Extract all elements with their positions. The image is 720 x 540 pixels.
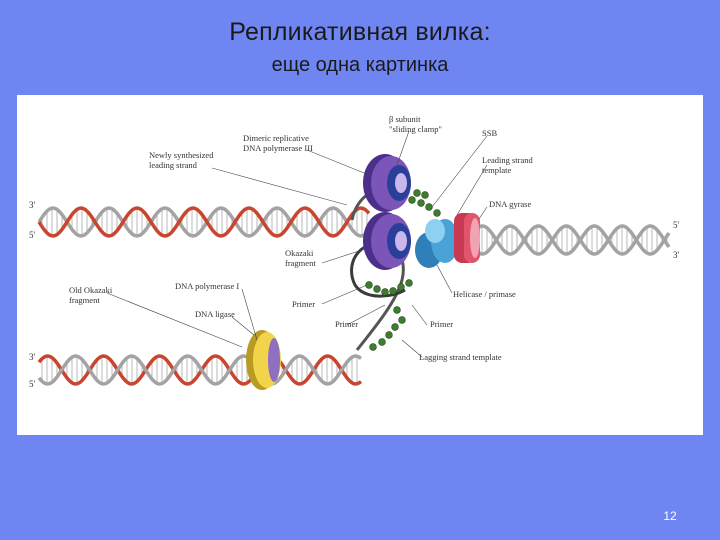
ssb-bead bbox=[373, 285, 381, 293]
label-beta-subunit-2: "sliding clamp" bbox=[389, 124, 442, 134]
label-dimeric-polymerase-2: DNA polymerase III bbox=[243, 143, 313, 153]
label-dna-gyrase: DNA gyrase bbox=[489, 199, 531, 209]
label-dimeric-polymerase-1: Dimeric replicative bbox=[243, 133, 309, 143]
ssb-bead bbox=[391, 323, 399, 331]
dna-backbone bbox=[37, 206, 371, 238]
label-old-okazaki-2: fragment bbox=[69, 295, 100, 305]
label-primer-right: Primer bbox=[430, 319, 453, 329]
slide-title: Репликативная вилка: bbox=[229, 18, 491, 46]
label-newly-synthesized-1: Newly synthesized bbox=[149, 150, 214, 160]
replication-fork-figure: Newly synthesized leading strand Dimeric… bbox=[17, 95, 703, 435]
dna-ligase bbox=[246, 330, 281, 390]
label-primer-bottom: Primer bbox=[335, 319, 358, 329]
end-right-3: 3' bbox=[673, 250, 680, 260]
dna-backbone bbox=[478, 224, 671, 256]
end-top-left-5: 5' bbox=[29, 230, 36, 240]
ssb-bead bbox=[389, 287, 397, 295]
ssb-bead bbox=[365, 281, 373, 289]
dna-polymerase-iii-lower bbox=[363, 212, 411, 270]
label-leading-template-2: template bbox=[482, 165, 511, 175]
lagging-strand-helix bbox=[37, 354, 363, 386]
page-number: 12 bbox=[663, 509, 677, 523]
ssb-protein-beads bbox=[365, 189, 441, 351]
ssb-bead bbox=[433, 209, 441, 217]
label-ssb: SSB bbox=[482, 128, 497, 138]
ssb-bead bbox=[425, 203, 433, 211]
label-leading-template-1: Leading strand bbox=[482, 155, 533, 165]
label-primer-left: Primer bbox=[292, 299, 315, 309]
end-bottom-left-3: 3' bbox=[29, 352, 36, 362]
ssb-bead bbox=[405, 279, 413, 287]
label-beta-subunit-1: β subunit bbox=[389, 114, 421, 124]
ssb-bead bbox=[398, 316, 406, 324]
ssb-bead bbox=[408, 196, 416, 204]
dna-backbone bbox=[37, 354, 363, 386]
end-right-5: 5' bbox=[673, 220, 680, 230]
dna-polymerase-iii-upper bbox=[363, 154, 411, 212]
dna-backbone bbox=[478, 224, 671, 256]
leading-strand-helix bbox=[37, 206, 371, 238]
label-lagging-template: Lagging strand template bbox=[419, 352, 502, 362]
dna-gyrase bbox=[454, 213, 480, 263]
label-dna-ligase: DNA ligase bbox=[195, 309, 235, 319]
helicase-primase bbox=[415, 219, 459, 268]
ssb-bead bbox=[369, 343, 377, 351]
label-old-okazaki-1: Old Okazaki bbox=[69, 285, 113, 295]
ssb-bead bbox=[393, 306, 401, 314]
ssb-bead bbox=[385, 331, 393, 339]
label-leader-lines bbox=[106, 130, 488, 358]
slide-subtitle: еще одна картинка bbox=[271, 54, 449, 76]
label-helicase-primase: Helicase / primase bbox=[453, 289, 516, 299]
label-dna-polymerase-i: DNA polymerase I bbox=[175, 281, 239, 291]
label-okazaki-fragment-2: fragment bbox=[285, 258, 316, 268]
ssb-bead bbox=[381, 288, 389, 296]
ssb-bead bbox=[417, 199, 425, 207]
ssb-bead bbox=[421, 191, 429, 199]
ssb-bead bbox=[378, 338, 386, 346]
ssb-bead bbox=[413, 189, 421, 197]
end-bottom-left-5: 5' bbox=[29, 379, 36, 389]
label-okazaki-fragment-1: Okazaki bbox=[285, 248, 314, 258]
replication-fork-diagram: Newly synthesized leading strand Dimeric… bbox=[29, 114, 680, 390]
label-newly-synthesized-2: leading strand bbox=[149, 160, 198, 170]
parental-dna-helix bbox=[478, 224, 671, 256]
ssb-bead bbox=[397, 283, 405, 291]
dna-backbone bbox=[37, 354, 363, 386]
end-top-left-3: 3' bbox=[29, 200, 36, 210]
